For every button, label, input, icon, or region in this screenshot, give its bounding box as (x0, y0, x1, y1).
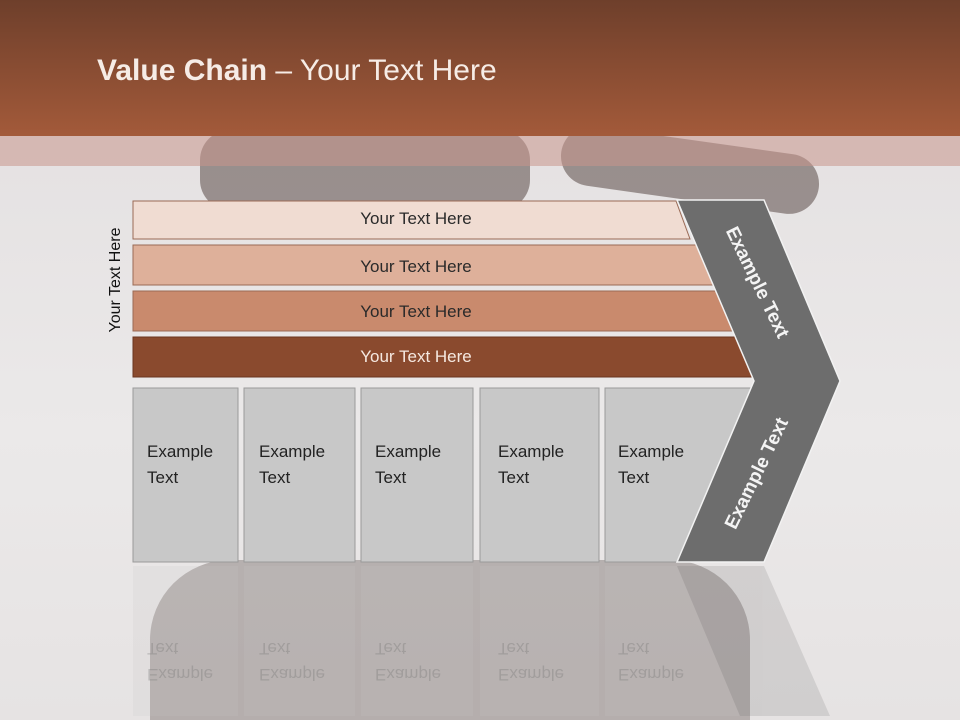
header-bar (0, 0, 960, 136)
bar-1-text: Your Text Here (360, 209, 472, 228)
bar-3-text: Your Text Here (360, 302, 472, 321)
column-1-text: Example Text (147, 442, 214, 487)
slide-title: Value Chain – Your Text Here (97, 54, 497, 87)
dancer-legs (150, 560, 750, 720)
column-5-reflection: Example Text (618, 639, 685, 684)
column-5-text: Example Text (618, 442, 685, 487)
column-3-text: Example Text (375, 442, 442, 487)
reflection (133, 566, 830, 716)
column-2-text: Example Text (259, 442, 326, 487)
column-4 (479, 387, 600, 563)
bar-1 (132, 200, 691, 240)
column-2 (243, 387, 356, 563)
column-3-reflection: Example Text (375, 639, 442, 684)
bar-4-text: Your Text Here (360, 347, 472, 366)
column-4-text: Example Text (498, 442, 565, 487)
chevron-arrow (675, 199, 841, 563)
column-3 (360, 387, 474, 563)
column-2-reflection: Example Text (259, 639, 326, 684)
column-1 (132, 387, 239, 563)
column-4-reflection: Example Text (498, 639, 565, 684)
header-band (0, 136, 960, 166)
column-1-reflection: Example Text (147, 639, 214, 684)
bar-2-text: Your Text Here (360, 257, 472, 276)
